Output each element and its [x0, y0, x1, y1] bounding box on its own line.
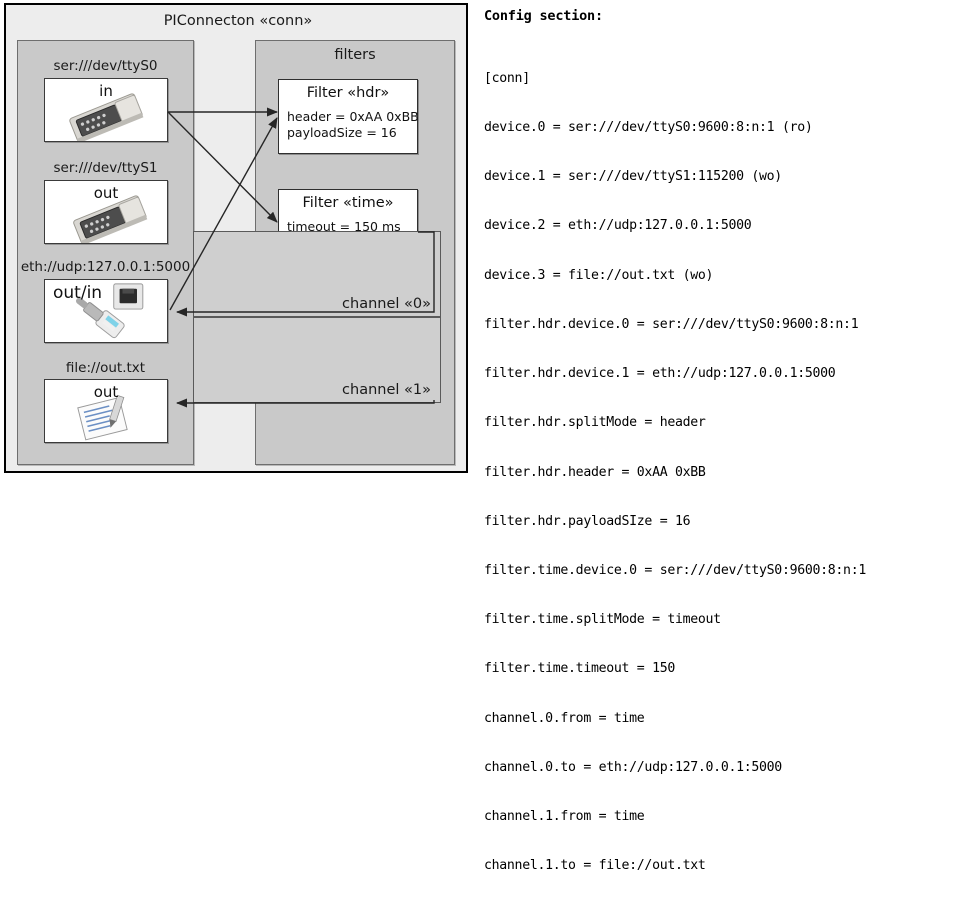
config-section: Config section: [conn] device.0 = ser://… [484, 8, 962, 873]
device-box-ttyS1[interactable]: out [44, 180, 168, 244]
filters-panel-title: filters [334, 47, 376, 63]
config-line: filter.time.device.0 = ser:///dev/ttyS0:… [484, 563, 866, 578]
diagram-canvas: PIConnecton «conn» ser:///dev/ttyS0 in [4, 3, 962, 873]
device-label-file: file://out.txt [65, 360, 146, 376]
config-line: channel.0.to = eth://udp:127.0.0.1:5000 [484, 759, 782, 775]
device-direction-eth: out/in [53, 283, 103, 303]
device-label-ttyS0: ser:///dev/ttyS0 [53, 58, 158, 74]
filter-box-hdr[interactable]: Filter «hdr» header = 0xAA 0xBB payloadS… [278, 79, 419, 154]
channel-0-label: channel «0» [342, 296, 431, 312]
config-line: device.2 = eth://udp:127.0.0.1:5000 [484, 218, 752, 234]
config-line: device.1 = ser:///dev/ttyS1:115200 (wo) [484, 169, 782, 185]
device-direction-ttyS0: in [99, 82, 113, 100]
config-line: filter.hdr.payloadSIze = 16 [484, 513, 691, 529]
channel-box-0[interactable]: channel «0» [193, 231, 441, 317]
config-line: [conn] [484, 70, 530, 86]
filter-time-title: Filter «time» [302, 195, 394, 211]
filter-time-prop-timeout: timeout = 150 ms [287, 219, 401, 234]
device-direction-ttyS1: out [93, 184, 119, 202]
serial-port-icon [69, 93, 144, 141]
config-line: filter.hdr.header = 0xAA 0xBB [484, 464, 706, 480]
filter-hdr-prop-payload: payloadSize = 16 [287, 125, 397, 140]
config-line: device.3 = file://out.txt (wo) [484, 267, 714, 283]
config-line: filter.hdr.splitMode = header [484, 415, 706, 431]
ethernet-plug-icon [76, 283, 144, 339]
config-line: channel.1.to = file://out.txt [484, 858, 706, 874]
serial-port-icon [73, 195, 148, 243]
channel-box-1[interactable]: channel «1» [193, 317, 441, 403]
config-line: channel.1.from = time [484, 809, 645, 825]
filter-hdr-prop-header: header = 0xAA 0xBB [287, 109, 419, 124]
device-box-eth[interactable]: out/in [44, 279, 168, 343]
config-heading: Config section: [484, 8, 603, 24]
device-box-ttyS0[interactable]: in [44, 78, 168, 142]
config-line: filter.time.splitMode = timeout [484, 612, 721, 628]
config-line: filter.hdr.device.0 = ser:///dev/ttyS0:9… [484, 316, 859, 332]
config-line: channel.0.from = time [484, 710, 645, 726]
device-box-file[interactable]: out [44, 379, 168, 443]
text-file-icon [77, 394, 128, 441]
config-line: filter.hdr.device.1 = eth://udp:127.0.0.… [484, 366, 836, 382]
filter-hdr-props: header = 0xAA 0xBB payloadSize = 16 [287, 109, 419, 141]
device-label-eth: eth://udp:127.0.0.1:5000 [20, 259, 191, 275]
component-title: PIConnecton «conn» [163, 13, 313, 29]
device-label-ttyS1: ser:///dev/ttyS1 [53, 160, 158, 176]
config-body: [conn] device.0 = ser:///dev/ttyS0:9600:… [484, 38, 962, 908]
filter-hdr-title: Filter «hdr» [306, 85, 390, 101]
config-line: filter.time.timeout = 150 [484, 661, 675, 677]
filter-time-props: timeout = 150 ms [287, 219, 401, 235]
device-direction-file: out [93, 383, 119, 401]
channel-1-label: channel «1» [342, 382, 431, 398]
config-line: device.0 = ser:///dev/ttyS0:9600:8:n:1 (… [484, 120, 813, 136]
